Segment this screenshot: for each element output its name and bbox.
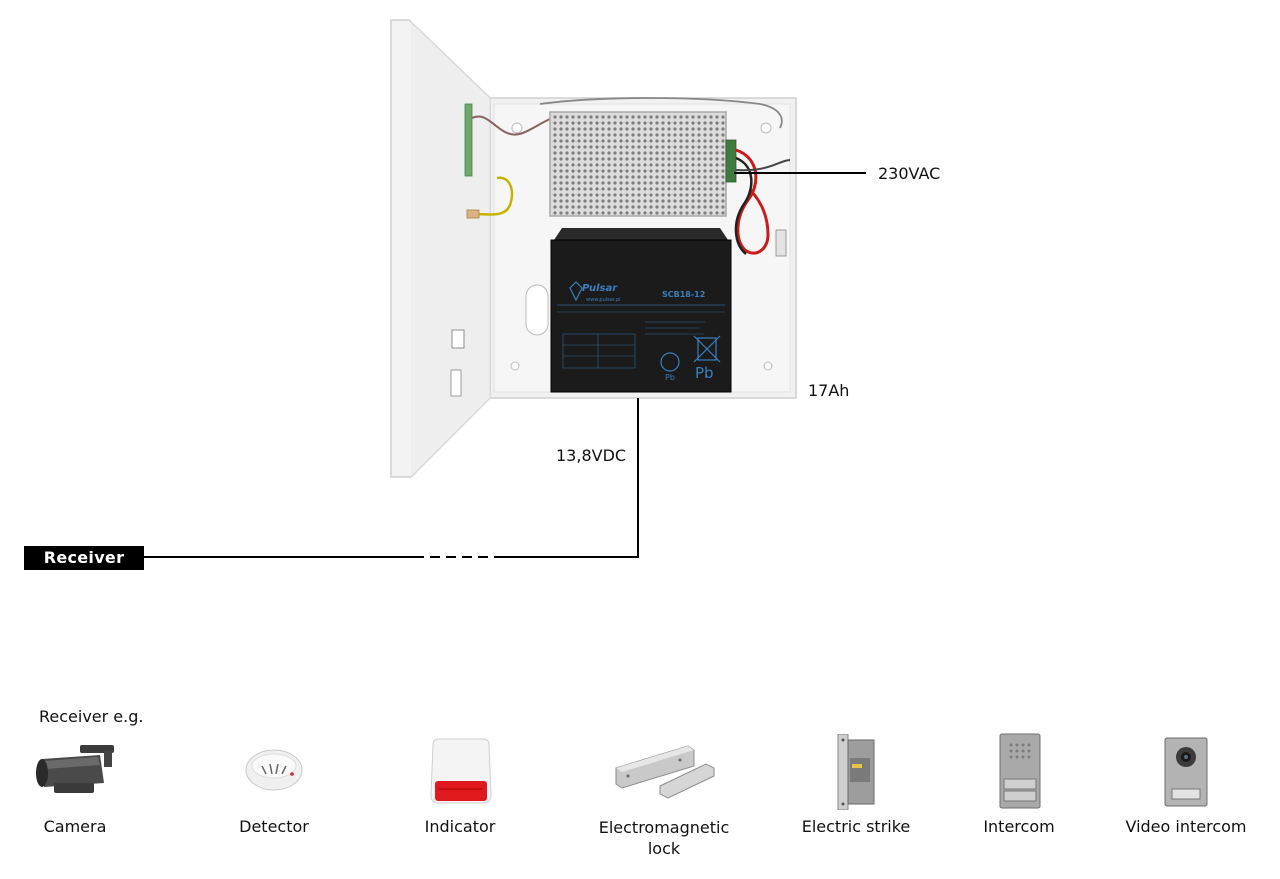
battery-capacity-label: 17Ah (808, 381, 850, 400)
device-label-detector: Detector (239, 817, 309, 836)
receiver-box: Receiver (24, 546, 144, 570)
device-label-intercom: Intercom (983, 817, 1055, 836)
ac-input-label: 230VAC (878, 164, 941, 183)
battery-model: SCB18-12 (662, 290, 706, 299)
siren-indicator-icon (430, 738, 492, 804)
psu-enclosure-illustration (390, 19, 797, 478)
battery-url: www.pulsar.pl (586, 297, 621, 303)
battery-pb-mark: Pb (695, 364, 714, 382)
battery-pb-mark-small: Pb (665, 373, 675, 382)
electromagnetic-lock-icon (615, 745, 715, 799)
video-intercom-icon (1164, 737, 1208, 807)
intercom-icon (999, 733, 1041, 809)
device-label-camera: Camera (43, 817, 107, 836)
device-label-electric-strike: Electric strike (801, 817, 911, 836)
dc-output-label: 13,8VDC (556, 446, 627, 465)
smoke-detector-icon (245, 749, 303, 791)
device-label-indicator: Indicator (424, 817, 496, 836)
device-label-video-intercom: Video intercom (1125, 817, 1247, 836)
electric-strike-icon (837, 734, 875, 810)
camera-icon (36, 745, 114, 793)
device-label-electromagnetic-lock: Electromagnetic lock (598, 818, 730, 858)
battery-brand: Pulsar (582, 283, 618, 294)
receiver-examples-label: Receiver e.g. (39, 707, 144, 726)
